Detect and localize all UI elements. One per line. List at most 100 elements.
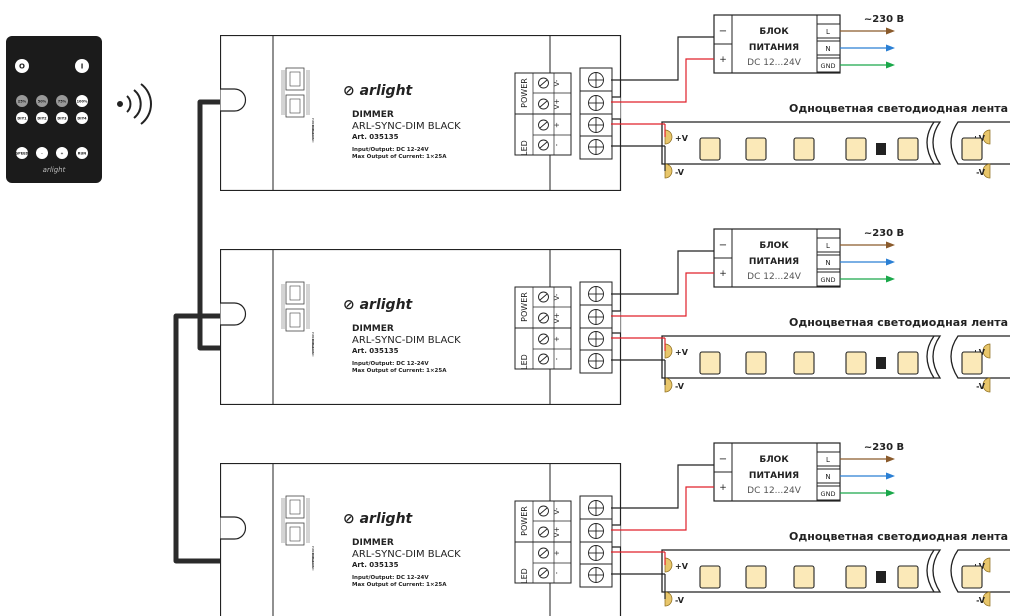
remote-button-label: 25%	[18, 100, 27, 104]
remote-button: SPEED	[16, 147, 29, 159]
strip-vminus: -V	[976, 382, 986, 391]
psu-plus: +	[719, 55, 727, 65]
svg-text:Pin2 Data-: Pin2 Data-	[311, 335, 315, 351]
led-wires	[611, 337, 666, 385]
svg-text:Pin2 Data-: Pin2 Data-	[311, 121, 315, 137]
strip-vplus: +V	[675, 348, 689, 357]
psu-plus: +	[719, 269, 727, 279]
remote-button-label: DIY2	[37, 117, 47, 121]
power-label: POWER	[520, 506, 529, 536]
dimmer-title: DIMMER	[352, 110, 394, 120]
led-chip	[845, 565, 867, 589]
power-label: POWER	[520, 78, 529, 108]
strip-vplus: +V	[675, 562, 689, 571]
terminal-label: -	[553, 143, 561, 146]
remote-button: 50%	[36, 95, 48, 107]
psu-title: ПИТАНИЯ	[749, 43, 799, 53]
psu-minus: −	[719, 26, 727, 37]
remote-button-label: -	[41, 152, 43, 156]
led-chip	[961, 565, 983, 589]
psu-terminal-L: L	[826, 456, 830, 464]
psu-title: ПИТАНИЯ	[749, 257, 799, 267]
remote-button: RUN	[76, 147, 88, 159]
mains-label: ~230 В	[864, 442, 904, 453]
svg-text:Pin1 Data+: Pin1 Data+	[311, 546, 315, 564]
remote-button: -	[36, 147, 48, 159]
led-chip	[897, 565, 919, 589]
terminal-label: +	[553, 122, 561, 128]
power-wires	[611, 250, 714, 317]
remote-button-label: SPEED	[16, 152, 29, 156]
led-chip	[897, 137, 919, 161]
arrow-icon	[886, 61, 895, 69]
led-chip	[897, 351, 919, 375]
strip-title: Одноцветная светодиодная лента	[789, 102, 1008, 115]
arrow-icon	[886, 275, 895, 283]
psu-terminal-GND: GND	[821, 276, 836, 284]
strip-title: Одноцветная светодиодная лента	[789, 316, 1008, 329]
power-wires	[611, 464, 714, 531]
remote-button-label: 100%	[77, 100, 88, 104]
led-strip: Одноцветная светодиодная лента+V-V+V-V	[661, 316, 1010, 393]
dimmer-model: ARL-SYNC-DIM BLACK	[352, 121, 461, 132]
remote-button: DIY4	[76, 112, 88, 124]
led-chip	[961, 137, 983, 161]
remote-button-label: DIY4	[77, 117, 87, 121]
arrow-icon	[886, 489, 895, 497]
led-chip	[699, 137, 721, 161]
psu-terminal-N: N	[825, 259, 830, 267]
strip-vminus: -V	[976, 168, 986, 177]
led-strip: Одноцветная светодиодная лента+V-V+V-V	[661, 530, 1010, 607]
remote-button-label: DIY3	[57, 117, 67, 121]
dimmer-logo: ⊘ arlight	[343, 297, 414, 313]
psu-title: БЛОК	[759, 241, 789, 251]
dimmer-art: Art. 035135	[352, 347, 399, 355]
terminal-label: V+	[553, 527, 561, 538]
resistor	[876, 143, 886, 155]
remote-button-label: I	[81, 63, 84, 71]
dimmer-logo: ⊘ arlight	[343, 511, 414, 527]
led-wires	[611, 123, 666, 171]
led-label: LED	[520, 354, 529, 370]
power-wires	[611, 36, 714, 103]
remote-button: I	[75, 59, 89, 73]
psu-title: БЛОК	[759, 455, 789, 465]
psu-minus: −	[719, 240, 727, 251]
svg-text:Pin3 GND: Pin3 GND	[311, 125, 315, 140]
psu-terminal-L: L	[826, 28, 830, 36]
arrow-icon	[886, 241, 895, 249]
remote-button: 100%	[76, 95, 88, 107]
led-label: LED	[520, 140, 529, 156]
dimmer-spec: Max Output of Current: 1×25A	[352, 368, 447, 374]
dimmer-spec: Max Output of Current: 1×25A	[352, 582, 447, 588]
terminal-label: +	[553, 336, 561, 342]
remote-button-label: 75%	[58, 100, 67, 104]
psu-voltage: DC 12...24V	[747, 486, 802, 496]
terminal-label: -	[553, 357, 561, 360]
strip-vminus: -V	[976, 596, 986, 605]
led-chip	[793, 137, 815, 161]
remote-button: 75%	[56, 95, 68, 107]
led-chip	[793, 565, 815, 589]
terminal-label: V-	[553, 507, 561, 514]
led-chip	[699, 565, 721, 589]
strip-title: Одноцветная светодиодная лента	[789, 530, 1008, 543]
dimmer-model: ARL-SYNC-DIM BLACK	[352, 549, 461, 560]
strip-vplus: +V	[675, 134, 689, 143]
led-wires	[611, 551, 666, 599]
psu-terminal-GND: GND	[821, 62, 836, 70]
remote-button: DIY2	[36, 112, 48, 124]
terminal-label: V+	[553, 99, 561, 110]
led-chip	[745, 565, 767, 589]
psu-terminal-N: N	[825, 45, 830, 53]
remote-button: O	[15, 59, 29, 73]
